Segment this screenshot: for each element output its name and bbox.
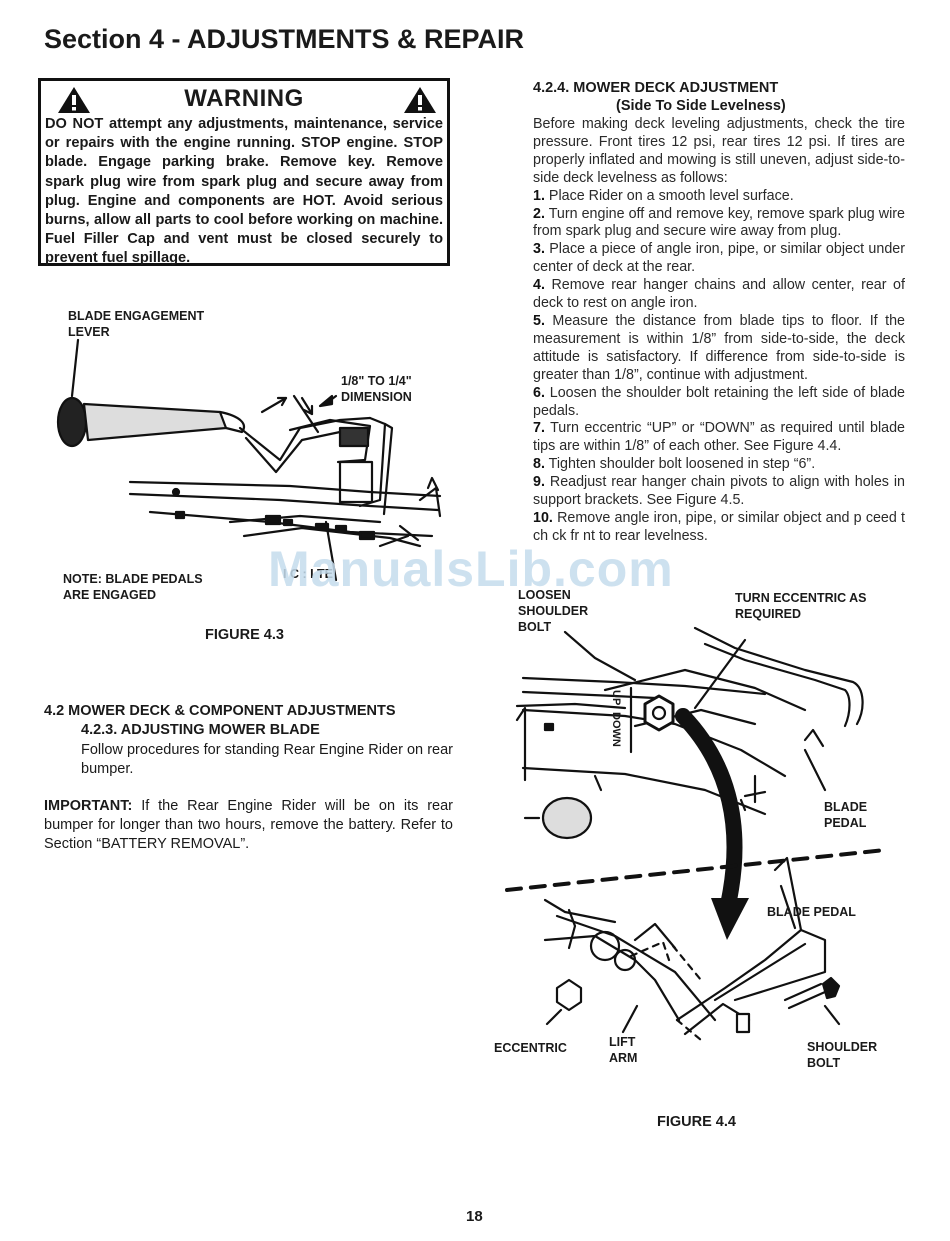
step-1: 1. Place Rider on a smooth level surface… bbox=[533, 187, 794, 204]
warning-header: WARNING bbox=[45, 81, 443, 115]
label-partial-obscured: I C : I TE bbox=[283, 567, 333, 581]
label-down: DOWN bbox=[610, 712, 622, 747]
label-blade-pedals-note: NOTE: BLADE PEDALS ARE ENGAGED bbox=[63, 572, 203, 602]
step-6: 6. Loosen the shoulder bolt retaining th… bbox=[533, 384, 905, 419]
section-4-2-4-heading: 4.2.4. MOWER DECK ADJUSTMENT bbox=[533, 80, 779, 96]
section-4-2-heading: 4.2 MOWER DECK & COMPONENT ADJUSTMENTS bbox=[44, 703, 396, 719]
page-number: 18 bbox=[466, 1208, 483, 1225]
section-4-2-3-heading: 4.2.3. ADJUSTING MOWER BLADE bbox=[81, 722, 320, 738]
label-lift-arm: LIFT ARM bbox=[609, 1035, 638, 1065]
step-7: 7. Turn eccentric “UP” or “DOWN” as requ… bbox=[533, 420, 905, 455]
warning-triangle-icon bbox=[58, 87, 90, 113]
section-4-2-4-body: Before making deck leveling adjustments,… bbox=[533, 116, 905, 546]
step-3: 3. Place a piece of angle iron, pipe, or… bbox=[533, 241, 905, 276]
label-blade-pedal-lower: BLADE PEDAL bbox=[767, 905, 856, 919]
warning-text: DO NOT attempt any adjustments, maintena… bbox=[45, 116, 443, 267]
label-up: UP bbox=[610, 690, 622, 706]
section-4-2-3-text: Follow procedures for standing Rear Engi… bbox=[81, 742, 453, 777]
figure-4-3-illustration bbox=[56, 338, 442, 582]
important-note: IMPORTANT: If the Rear Engine Rider will… bbox=[44, 797, 453, 854]
step-9: 9. Readjust rear hanger chain pivots to … bbox=[533, 474, 905, 509]
label-shoulder-bolt: SHOULDER BOLT bbox=[807, 1040, 878, 1070]
label-turn-eccentric: TURN ECCENTRIC AS REQUIRED bbox=[735, 591, 867, 621]
warning-box: WARNING DO NOT attempt any adjustments, … bbox=[38, 78, 450, 266]
watermark: ManualsLib.com bbox=[268, 541, 674, 597]
intro-paragraph: Before making deck leveling adjustments,… bbox=[533, 116, 905, 186]
warning-triangle-icon bbox=[404, 87, 436, 113]
step-2: 2. Turn engine off and remove key, remov… bbox=[533, 205, 905, 240]
figure-4-3-caption: FIGURE 4.3 bbox=[205, 627, 284, 643]
label-blade-pedal-upper: BLADE PEDAL bbox=[824, 800, 868, 830]
label-loosen-shoulder-bolt: LOOSEN SHOULDER BOLT bbox=[518, 588, 589, 634]
page-title: Section 4 - ADJUSTMENTS & REPAIR bbox=[44, 24, 525, 54]
figure-4-4-illustration bbox=[505, 626, 887, 1042]
step-4: 4. Remove rear hanger chains and allow c… bbox=[533, 277, 905, 312]
section-4-2-4-subheading: (Side To Side Levelness) bbox=[616, 98, 786, 114]
step-8: 8. Tighten shoulder bolt loosened in ste… bbox=[533, 456, 816, 473]
label-eccentric: ECCENTRIC bbox=[494, 1041, 567, 1055]
warning-heading: WARNING bbox=[184, 85, 304, 112]
figure-4-4-caption: FIGURE 4.4 bbox=[657, 1114, 736, 1130]
important-label: IMPORTANT: bbox=[44, 798, 133, 814]
step-10: 10. Remove angle iron, pipe, or similar … bbox=[533, 509, 905, 544]
label-dimension: 1/8" TO 1/4" DIMENSION bbox=[341, 374, 412, 404]
important-text: If the Rear Engine Rider will be on its … bbox=[44, 798, 453, 852]
label-blade-engagement-lever: BLADE ENGAGEMENT LEVER bbox=[68, 309, 205, 339]
step-5: 5. Measure the distance from blade tips … bbox=[533, 312, 905, 383]
